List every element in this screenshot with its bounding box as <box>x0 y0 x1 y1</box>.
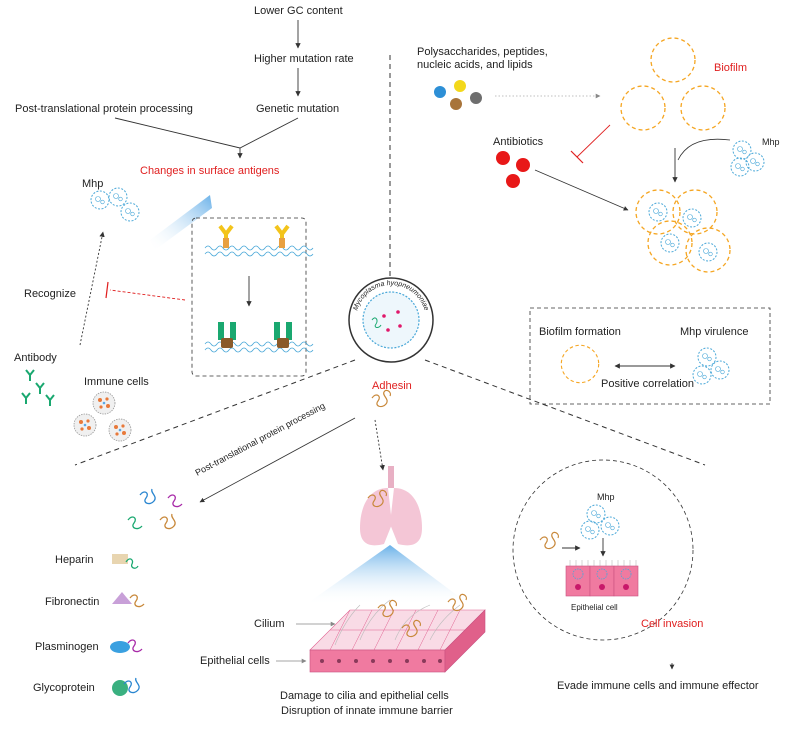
biofilm-cluster <box>635 189 731 273</box>
mhp-label-biofilm: Mhp <box>762 137 780 147</box>
biofilm-formation-label: Biofilm formation <box>539 326 621 338</box>
heparin-label: Heparin <box>55 554 94 566</box>
cell-invasion-panel <box>512 459 694 641</box>
antibiotics-label: Antibiotics <box>493 136 544 148</box>
higher-mutation-label: Higher mutation rate <box>254 53 354 65</box>
correlation-box <box>529 307 771 405</box>
mhp-cluster-top <box>90 187 212 250</box>
damage-label-2: Disruption of innate immune barrier <box>281 705 453 717</box>
antibiotic-arrow <box>534 169 629 211</box>
biofilm-components-label: Polysaccharides, peptides, nucleic acids… <box>417 46 548 71</box>
antibody-glyphs <box>21 369 55 407</box>
fibronectin-label: Fibronectin <box>45 596 100 608</box>
biofilm-title: Biofilm <box>714 62 748 74</box>
section-dividers <box>74 55 706 466</box>
adhesin-to-lung-arrow <box>374 419 385 471</box>
ptpp-top-label: Post-translational protein processing <box>15 103 193 115</box>
cell-invasion-title: Cell invasion <box>641 618 704 630</box>
positive-correlation-label: Positive correlation <box>601 378 694 390</box>
genetic-mutation-label: Genetic mutation <box>256 103 340 115</box>
antibiotic-inhibition <box>570 124 611 164</box>
recognize-arrow <box>79 231 186 346</box>
cilium-label: Cilium <box>254 618 285 630</box>
glycoprotein-icon <box>112 677 140 696</box>
adhesin-variants <box>127 488 183 530</box>
recognize-label: Recognize <box>24 288 76 300</box>
lower-gc-label: Lower GC content <box>254 5 343 17</box>
adhesin-label: Adhesin <box>372 380 412 392</box>
mhp-label-top: Mhp <box>82 178 104 190</box>
zoom-beam <box>305 545 470 605</box>
mhp-join-curve <box>677 138 731 161</box>
heparin-icon <box>112 554 139 569</box>
epithelium-block <box>309 593 486 673</box>
fibronectin-icon <box>112 592 145 608</box>
epithelial-cell-label: Epithelial cell <box>571 603 618 612</box>
damage-label-1: Damage to cilia and epithelial cells <box>280 690 449 702</box>
plasminogen-icon <box>110 639 143 653</box>
surface-antigen-label: Changes in surface antigens <box>140 165 280 177</box>
glycoprotein-label: Glycoprotein <box>33 682 95 694</box>
adhesin-ptpp-arrow <box>199 417 356 503</box>
plasminogen-label: Plasminogen <box>35 641 99 653</box>
antibiotic-dots <box>496 151 530 188</box>
mhp-cluster-biofilm <box>730 140 765 177</box>
antigen-change-box <box>191 217 314 377</box>
lungs <box>360 466 422 546</box>
biofilm-vesicles <box>620 37 726 131</box>
mhp-label-invasion: Mhp <box>597 492 615 502</box>
virulence-label: Mhp virulence <box>680 326 749 338</box>
mutation-arrows <box>114 20 301 159</box>
antibody-label: Antibody <box>14 352 57 364</box>
evade-label: Evade immune cells and immune effector <box>557 680 759 692</box>
mycoplasma-cell: Mycoplasma hyopneumoniae <box>348 277 434 363</box>
biofilm-components <box>434 80 482 110</box>
immune-cells-label: Immune cells <box>84 376 149 388</box>
immune-cell-glyphs <box>73 391 132 442</box>
epithelial-cells-label: Epithelial cells <box>200 655 270 667</box>
